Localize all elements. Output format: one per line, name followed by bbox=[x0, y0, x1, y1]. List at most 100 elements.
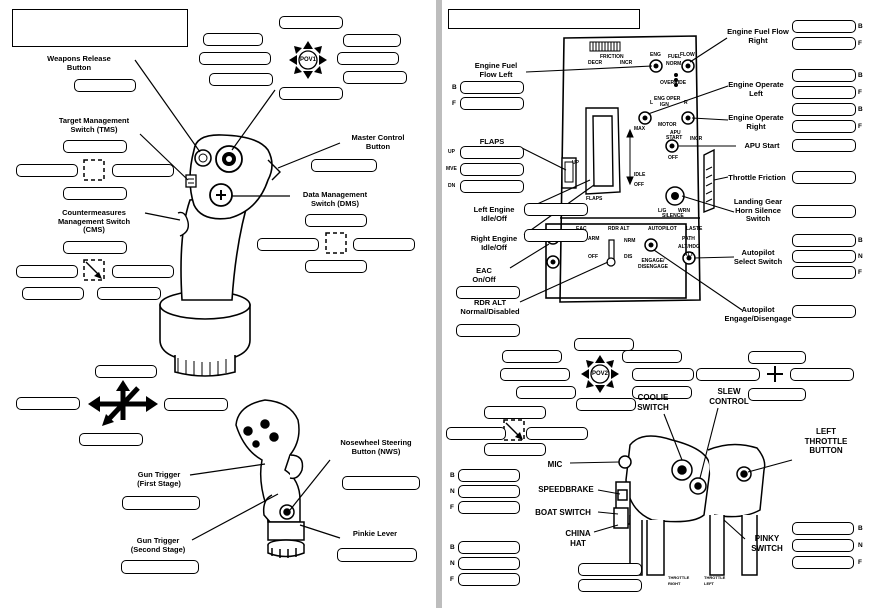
eac-label: EAC On/Off bbox=[472, 266, 496, 284]
throttle-grips-artwork bbox=[613, 435, 766, 576]
mic-f-field[interactable] bbox=[458, 501, 520, 514]
fuel-flow-right-b-field[interactable] bbox=[792, 20, 856, 33]
pinkie-lever-field[interactable] bbox=[337, 548, 417, 562]
cms-right-field[interactable] bbox=[112, 265, 174, 278]
speedbrake-left-field[interactable] bbox=[446, 427, 506, 440]
pinky-b-field[interactable] bbox=[792, 522, 854, 535]
engine-op-right-b-field[interactable] bbox=[792, 103, 856, 116]
slew-down-field[interactable] bbox=[748, 388, 806, 401]
speedbrake-down-field[interactable] bbox=[484, 443, 546, 456]
throttle-slot bbox=[585, 107, 621, 195]
stick-base bbox=[159, 290, 251, 377]
pov1-down-right-field[interactable] bbox=[343, 71, 407, 84]
autopilot-select-n-field[interactable] bbox=[792, 250, 856, 263]
pov2-down-field[interactable] bbox=[576, 398, 636, 411]
pov1-up-left-field[interactable] bbox=[203, 33, 263, 46]
pov1-left-field[interactable] bbox=[199, 52, 271, 65]
dms-left-field[interactable] bbox=[257, 238, 319, 251]
pov1-right-field[interactable] bbox=[337, 52, 399, 65]
flaps-mve-field[interactable] bbox=[460, 163, 524, 176]
slew-left-field[interactable] bbox=[696, 368, 760, 381]
dms-down-field[interactable] bbox=[305, 260, 367, 273]
china-hat-b-field[interactable] bbox=[458, 541, 520, 554]
alt-text: ALT bbox=[684, 252, 694, 258]
autopilot-engage-field[interactable] bbox=[792, 305, 856, 318]
pov1-up-right-field[interactable] bbox=[343, 34, 401, 47]
flaps-dn-field[interactable] bbox=[460, 180, 524, 193]
pinky-f-field[interactable] bbox=[792, 556, 854, 569]
pov1-down-field[interactable] bbox=[279, 87, 343, 100]
gun-trigger-first-label: Gun Trigger (First Stage) bbox=[137, 470, 181, 488]
arrow-left-field[interactable] bbox=[16, 397, 80, 410]
pov2-left-field[interactable] bbox=[500, 368, 570, 381]
weapons-release-field[interactable] bbox=[74, 79, 136, 92]
engine-op-left-b-field[interactable] bbox=[792, 69, 856, 82]
side-stick-artwork bbox=[235, 399, 305, 558]
gun-trigger-second-field[interactable] bbox=[121, 560, 199, 574]
pov2-up-left-field[interactable] bbox=[502, 350, 562, 363]
pinky-n-field[interactable] bbox=[792, 539, 854, 552]
left-engine-idle-field[interactable] bbox=[524, 203, 588, 216]
cms-down-right-field[interactable] bbox=[97, 287, 161, 300]
speedbrake-right-field[interactable] bbox=[526, 427, 588, 440]
letter-f: F bbox=[450, 504, 454, 511]
engine-operate-left-label: Engine Operate Left bbox=[728, 80, 784, 98]
dms-up-field[interactable] bbox=[305, 214, 367, 227]
flaps-up-field[interactable] bbox=[460, 146, 524, 159]
boat-switch-field-2[interactable] bbox=[578, 579, 642, 592]
letter-f: F bbox=[858, 559, 862, 566]
fuel-text: FUEL bbox=[668, 54, 682, 60]
slew-up-field[interactable] bbox=[748, 351, 806, 364]
autopilot-select-b-field[interactable] bbox=[792, 234, 856, 247]
china-hat-f-field[interactable] bbox=[458, 573, 520, 586]
nosewheel-field[interactable] bbox=[342, 476, 420, 490]
engine-op-left-f-field[interactable] bbox=[792, 86, 856, 99]
right-engine-idle-field[interactable] bbox=[524, 229, 588, 242]
china-hat-n-field[interactable] bbox=[458, 557, 520, 570]
cms-up-field[interactable] bbox=[63, 241, 127, 254]
mic-label: MIC bbox=[547, 460, 563, 469]
cms-down-left-field[interactable] bbox=[22, 287, 84, 300]
dms-right-field[interactable] bbox=[353, 238, 415, 251]
gun-trigger-second-label: Gun Trigger (Second Stage) bbox=[130, 536, 186, 554]
fuel-flow-right-f-field[interactable] bbox=[792, 37, 856, 50]
pov2-compass bbox=[581, 355, 619, 393]
boat-switch-field[interactable] bbox=[578, 563, 642, 576]
slew-right-field[interactable] bbox=[790, 368, 854, 381]
pov2-down-left-field[interactable] bbox=[516, 386, 576, 399]
engine-operate-right-label: Engine Operate Right bbox=[728, 113, 784, 131]
mic-n-field[interactable] bbox=[458, 485, 520, 498]
tms-right-field[interactable] bbox=[112, 164, 174, 177]
apu-start-field[interactable] bbox=[792, 139, 856, 152]
cms-left-field[interactable] bbox=[16, 265, 78, 278]
fuel-flow-left-b-field[interactable] bbox=[460, 81, 524, 94]
left-header-box bbox=[12, 9, 188, 47]
arrow-down-field[interactable] bbox=[79, 433, 143, 446]
master-control-field[interactable] bbox=[311, 159, 377, 172]
r-text: R bbox=[684, 100, 688, 106]
gun-trigger-first-field[interactable] bbox=[122, 496, 200, 510]
engine-op-right-f-field[interactable] bbox=[792, 120, 856, 133]
eac-field[interactable] bbox=[456, 286, 520, 299]
rdr-alt-field[interactable] bbox=[456, 324, 520, 337]
throttle-friction-field[interactable] bbox=[792, 171, 856, 184]
countermeasures-label: Countermeasures Management Switch (CMS) bbox=[57, 208, 131, 234]
pov1-down-left-field[interactable] bbox=[209, 73, 273, 86]
pov2-up-right-field[interactable] bbox=[622, 350, 682, 363]
arrow-up-field[interactable] bbox=[95, 365, 157, 378]
pov2-right-field[interactable] bbox=[632, 368, 694, 381]
pov2-down-right-field[interactable] bbox=[632, 386, 692, 399]
tms-left-field[interactable] bbox=[16, 164, 78, 177]
pov2-up-field[interactable] bbox=[574, 338, 634, 351]
arrow-right-field[interactable] bbox=[164, 398, 228, 411]
pov1-up-field[interactable] bbox=[279, 16, 343, 29]
fuel-flow-left-f-field[interactable] bbox=[460, 97, 524, 110]
left-page: Weapons Release Button Target Management… bbox=[0, 0, 436, 608]
letter-f: F bbox=[450, 576, 454, 583]
autopilot-select-f-field[interactable] bbox=[792, 266, 856, 279]
speedbrake-up-field[interactable] bbox=[484, 406, 546, 419]
tms-down-field[interactable] bbox=[63, 187, 127, 200]
gear-horn-field[interactable] bbox=[792, 205, 856, 218]
mic-b-field[interactable] bbox=[458, 469, 520, 482]
tms-up-field[interactable] bbox=[63, 140, 127, 153]
